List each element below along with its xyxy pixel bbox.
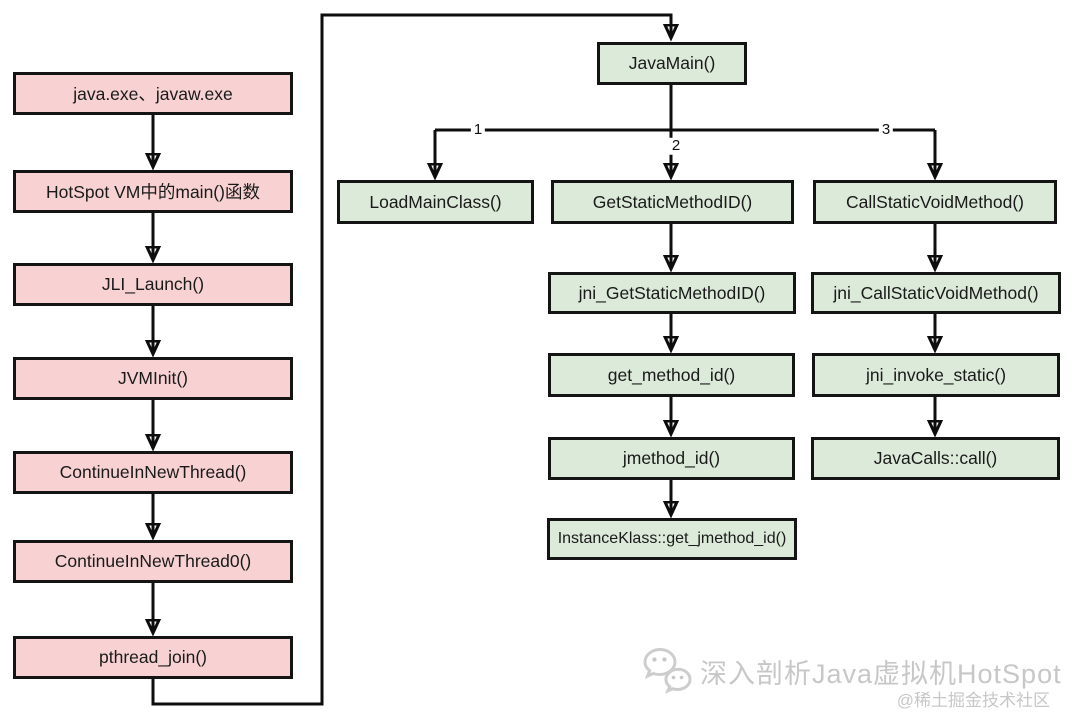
- watermark-title: 深入剖析Java虚拟机HotSpot: [700, 659, 1062, 689]
- node-java-main: JavaMain(): [597, 42, 747, 85]
- branch-label-3: 3: [878, 121, 894, 139]
- node-continue-in-new-thread0: ContinueInNewThread0(): [13, 540, 293, 583]
- node-jni-call-static-void-method: jni_CallStaticVoidMethod(): [811, 272, 1061, 314]
- node-call-static-void-method: CallStaticVoidMethod(): [813, 180, 1057, 224]
- node-get-method-id: get_method_id(): [548, 353, 795, 397]
- node-java-calls-call: JavaCalls::call(): [811, 437, 1060, 480]
- node-jvm-init: JVMInit(): [13, 357, 293, 400]
- watermark-handle: @稀土掘金技术社区: [896, 691, 1050, 710]
- node-get-static-method-id: GetStaticMethodID(): [551, 180, 794, 224]
- node-hotspot-main: HotSpot VM中的main()函数: [13, 170, 293, 213]
- node-pthread-join: pthread_join(): [13, 636, 293, 679]
- chat-bubbles-icon: [643, 647, 692, 694]
- node-jni-invoke-static: jni_invoke_static(): [812, 353, 1060, 397]
- node-instance-klass-get-jmethod-id: InstanceKlass::get_jmethod_id(): [547, 518, 797, 560]
- node-jli-launch: JLI_Launch(): [13, 263, 293, 306]
- watermark: 深入剖析Java虚拟机HotSpot @稀土掘金技术社区: [636, 642, 1061, 712]
- node-continue-in-new-thread: ContinueInNewThread(): [13, 451, 293, 494]
- node-jni-get-static-method-id: jni_GetStaticMethodID(): [548, 272, 796, 314]
- branch-label-2: 2: [668, 137, 684, 155]
- branch-connectors: [435, 85, 935, 175]
- loop-connector-pthread-to-javamain: [151, 13, 671, 706]
- node-jmethod-id: jmethod_id(): [548, 437, 795, 480]
- branch-label-1: 1: [470, 121, 486, 139]
- node-java-exe: java.exe、javaw.exe: [13, 72, 293, 115]
- node-load-main-class: LoadMainClass(): [337, 180, 534, 224]
